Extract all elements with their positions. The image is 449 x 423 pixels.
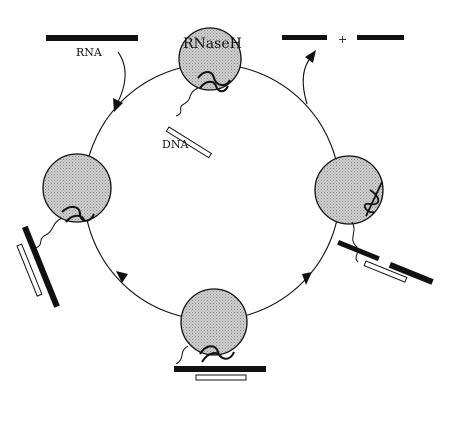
cleavage-loop-icon	[363, 181, 383, 217]
dna-tether	[175, 87, 199, 117]
enzyme-sphere-icon	[314, 155, 384, 225]
dna-strand-top	[165, 126, 213, 159]
enzyme-sphere-icon	[42, 153, 112, 223]
rna-strand-bottom	[174, 366, 266, 372]
dna-tether	[35, 217, 63, 249]
enzyme-sphere-icon	[180, 288, 248, 356]
arrowhead-left-lower	[116, 271, 128, 283]
enzyme-top: RNaseH DNA	[162, 27, 242, 159]
enzyme-left	[16, 153, 112, 308]
release-arrow	[302, 55, 313, 105]
rna-label: RNA	[76, 46, 103, 59]
rnaseh-label: RNaseH	[183, 36, 242, 52]
rna-binding-arrowhead	[113, 98, 123, 112]
dna-tether	[351, 221, 359, 263]
enzyme-bottom	[174, 288, 266, 381]
rna-binding-arrow	[116, 51, 126, 105]
rna-strand-left	[22, 225, 60, 308]
plus-sign: +	[338, 33, 347, 46]
dna-tether	[175, 345, 189, 365]
cleavage-loop-icon	[199, 345, 235, 363]
rna-fragment-left	[282, 35, 327, 40]
arrowhead-right-lower	[302, 272, 312, 285]
dna-strand-left	[16, 243, 43, 297]
dna-label: DNA	[162, 138, 189, 151]
rna-fragment-right-upper	[337, 240, 380, 262]
dna-strand-right	[363, 260, 408, 283]
dna-strand-bottom	[195, 374, 247, 381]
cycle-arrows	[116, 271, 312, 285]
rna-fragment-right-lower	[388, 262, 434, 285]
rna-fragment-right	[357, 35, 404, 40]
enzyme-sphere-icon	[178, 27, 242, 91]
release-arrowhead	[305, 50, 316, 63]
cleavage-loop-icon	[61, 206, 95, 223]
enzyme-right	[314, 155, 434, 285]
cleavage-loop-icon	[197, 71, 231, 93]
rna-strand-incoming	[46, 35, 138, 41]
